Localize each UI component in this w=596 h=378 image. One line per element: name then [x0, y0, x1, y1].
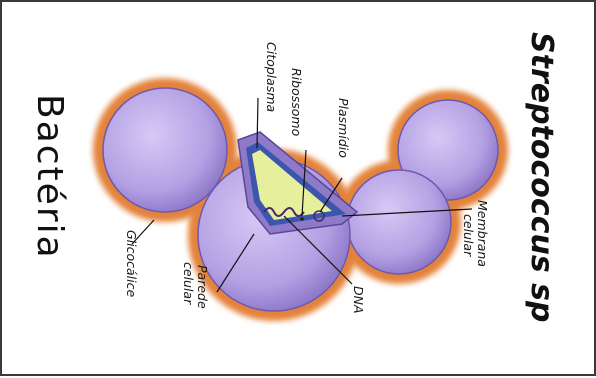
- coccus-cell-1: [103, 88, 227, 212]
- coccus-cell-4: [347, 170, 451, 274]
- ribosome: [300, 217, 304, 221]
- label-citoplasma: Citoplasma: [264, 42, 279, 112]
- title: Streptococcus sp: [524, 32, 559, 322]
- label-dna: DNA: [351, 286, 366, 314]
- label-membrana-1: Membrana: [475, 200, 490, 267]
- label-plasmidio: Plasmídio: [336, 98, 351, 158]
- side-title: Bactéria: [29, 94, 70, 260]
- label-membrana-2: celular: [461, 214, 476, 257]
- label-parede-2: celular: [181, 262, 196, 305]
- label-glicocalice: Glicocálice: [124, 230, 139, 298]
- label-ribossomo: Ribossomo: [289, 68, 304, 137]
- label-parede-1: Parede: [195, 265, 210, 309]
